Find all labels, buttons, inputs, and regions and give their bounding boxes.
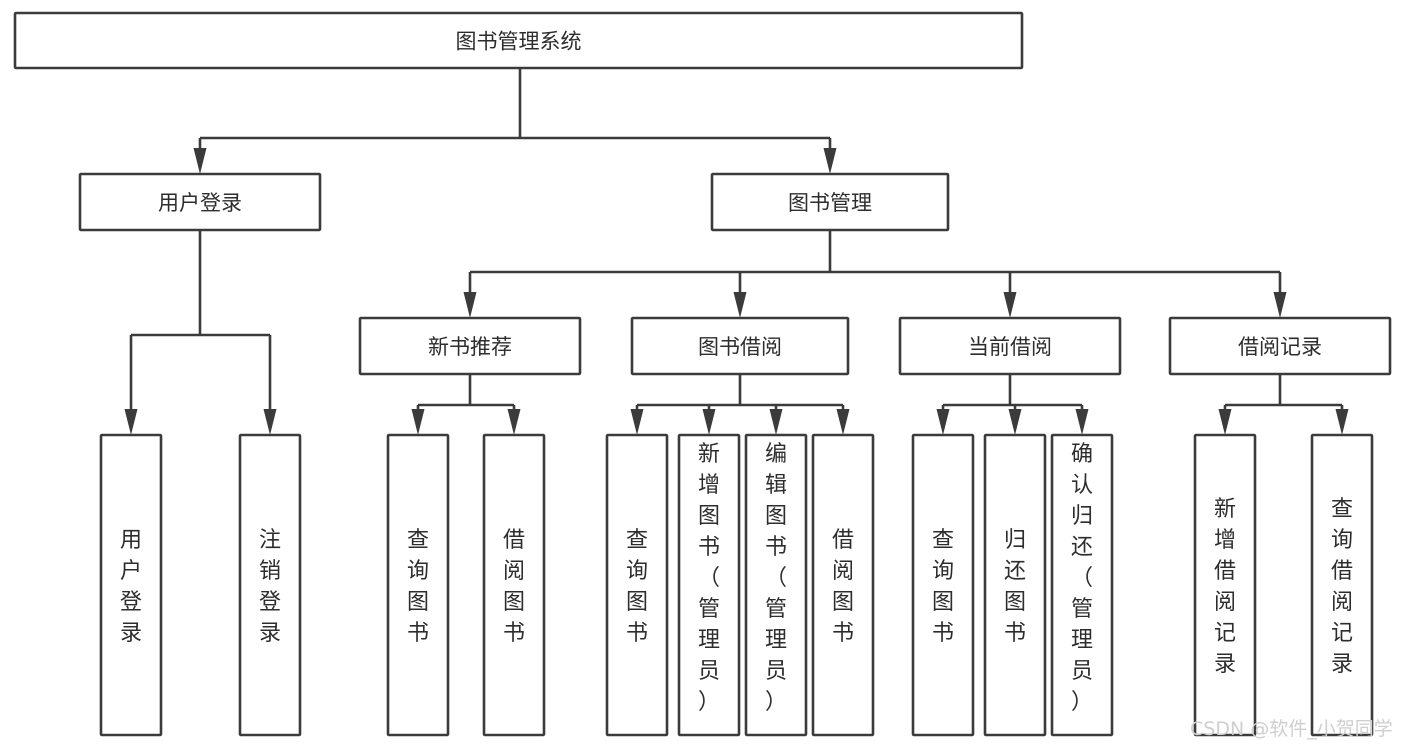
node-box-borrow-record[interactable]	[1168, 316, 1392, 376]
connectors-layer	[124, 68, 1349, 435]
node-leaf-confirm-return[interactable]: 确认归还（管理员）	[1050, 433, 1114, 737]
connector-arrow	[1075, 405, 1089, 435]
node-leaf-query-book-2[interactable]: 查询图书	[605, 433, 669, 737]
node-label-leaf-add-book: 新增图书（管理员）	[698, 442, 720, 715]
connector-arrow	[769, 405, 783, 435]
node-leaf-add-record[interactable]: 新增借阅记录	[1193, 433, 1257, 737]
node-label-leaf-query-record: 查询借阅记录	[1331, 497, 1353, 677]
node-label-leaf-borrow-book-1: 借阅图书	[503, 528, 525, 646]
node-box-user-login[interactable]	[78, 172, 322, 232]
node-box-leaf-add-record[interactable]	[1193, 433, 1257, 737]
node-label-book-borrow: 图书借阅	[698, 335, 782, 359]
node-book-borrow[interactable]: 图书借阅	[630, 316, 850, 376]
connector-arrow	[702, 405, 716, 435]
node-new-book-recommend[interactable]: 新书推荐	[358, 316, 582, 376]
node-box-leaf-borrow-book-1[interactable]	[482, 433, 546, 737]
node-label-leaf-logout: 注销登录	[259, 528, 281, 646]
connector-arrow	[124, 335, 138, 435]
node-box-leaf-add-book[interactable]	[677, 433, 741, 737]
node-label-current-borrow: 当前借阅	[968, 335, 1052, 359]
connector-arrow	[836, 405, 850, 435]
node-box-book-borrow[interactable]	[630, 316, 850, 376]
connector-arrow	[733, 272, 747, 318]
connector-arrow	[1008, 405, 1022, 435]
node-box-root[interactable]	[13, 11, 1024, 70]
node-root[interactable]: 图书管理系统	[13, 11, 1024, 70]
node-label-leaf-user-login: 用户登录	[120, 528, 142, 646]
node-box-book-manage[interactable]	[710, 172, 950, 232]
node-leaf-borrow-book-2[interactable]: 借阅图书	[811, 433, 875, 737]
node-label-leaf-query-book-2: 查询图书	[626, 528, 648, 646]
node-book-manage[interactable]: 图书管理	[710, 172, 950, 232]
connector-arrow	[1003, 272, 1017, 318]
watermark-label: CSDN @软件_小贺同学	[1190, 718, 1393, 740]
node-label-leaf-query-book-1: 查询图书	[407, 528, 429, 646]
connector-bus	[470, 230, 1280, 274]
node-leaf-add-book[interactable]: 新增图书（管理员）	[677, 433, 741, 737]
connector-arrow	[193, 138, 207, 174]
connector-bus	[637, 374, 843, 407]
node-label-leaf-add-record: 新增借阅记录	[1214, 497, 1236, 677]
node-leaf-edit-book[interactable]: 编辑图书（管理员）	[744, 433, 808, 737]
connector-arrow	[823, 138, 837, 174]
node-label-borrow-record: 借阅记录	[1238, 335, 1322, 359]
node-leaf-query-book-3[interactable]: 查询图书	[911, 433, 975, 737]
node-label-leaf-return-book: 归还图书	[1004, 528, 1026, 646]
node-box-leaf-query-book-3[interactable]	[911, 433, 975, 737]
connector-bus	[1225, 374, 1342, 407]
node-box-leaf-query-book-1[interactable]	[386, 433, 450, 737]
node-label-new-book-recommend: 新书推荐	[428, 335, 512, 359]
node-box-leaf-return-book[interactable]	[983, 433, 1047, 737]
node-label-root: 图书管理系统	[456, 30, 582, 54]
node-leaf-logout[interactable]: 注销登录	[238, 433, 302, 737]
node-leaf-borrow-book-1[interactable]: 借阅图书	[482, 433, 546, 737]
node-box-leaf-borrow-book-2[interactable]	[811, 433, 875, 737]
connector-arrow	[1273, 272, 1287, 318]
connector-bus	[418, 374, 514, 407]
node-leaf-user-login[interactable]: 用户登录	[99, 433, 163, 737]
node-label-user-login: 用户登录	[158, 191, 242, 215]
connector-arrow	[411, 405, 425, 435]
node-current-borrow[interactable]: 当前借阅	[898, 316, 1122, 376]
connector-arrow	[630, 405, 644, 435]
connector-bus	[200, 68, 830, 140]
connector-arrow	[263, 335, 277, 435]
node-box-leaf-query-record[interactable]	[1310, 433, 1374, 737]
nodes-layer: 图书管理系统用户登录图书管理新书推荐图书借阅当前借阅借阅记录用户登录注销登录查询…	[13, 11, 1392, 737]
node-box-new-book-recommend[interactable]	[358, 316, 582, 376]
node-box-current-borrow[interactable]	[898, 316, 1122, 376]
connector-arrow	[936, 405, 950, 435]
node-label-book-manage: 图书管理	[788, 191, 872, 215]
node-box-leaf-logout[interactable]	[238, 433, 302, 737]
node-box-leaf-edit-book[interactable]	[744, 433, 808, 737]
node-label-leaf-confirm-return: 确认归还（管理员）	[1071, 442, 1093, 715]
node-leaf-query-book-1[interactable]: 查询图书	[386, 433, 450, 737]
connector-bus	[131, 230, 270, 337]
connector-arrow	[1218, 405, 1232, 435]
node-label-leaf-edit-book: 编辑图书（管理员）	[765, 442, 787, 715]
node-leaf-query-record[interactable]: 查询借阅记录	[1310, 433, 1374, 737]
node-borrow-record[interactable]: 借阅记录	[1168, 316, 1392, 376]
node-label-leaf-borrow-book-2: 借阅图书	[832, 528, 854, 646]
connector-arrow	[507, 405, 521, 435]
node-user-login[interactable]: 用户登录	[78, 172, 322, 232]
connector-arrow	[1335, 405, 1349, 435]
node-box-leaf-user-login[interactable]	[99, 433, 163, 737]
connector-arrow	[463, 272, 477, 318]
node-label-leaf-query-book-3: 查询图书	[932, 528, 954, 646]
connector-bus	[943, 374, 1082, 407]
node-leaf-return-book[interactable]: 归还图书	[983, 433, 1047, 737]
node-box-leaf-confirm-return[interactable]	[1050, 433, 1114, 737]
node-box-leaf-query-book-2[interactable]	[605, 433, 669, 737]
